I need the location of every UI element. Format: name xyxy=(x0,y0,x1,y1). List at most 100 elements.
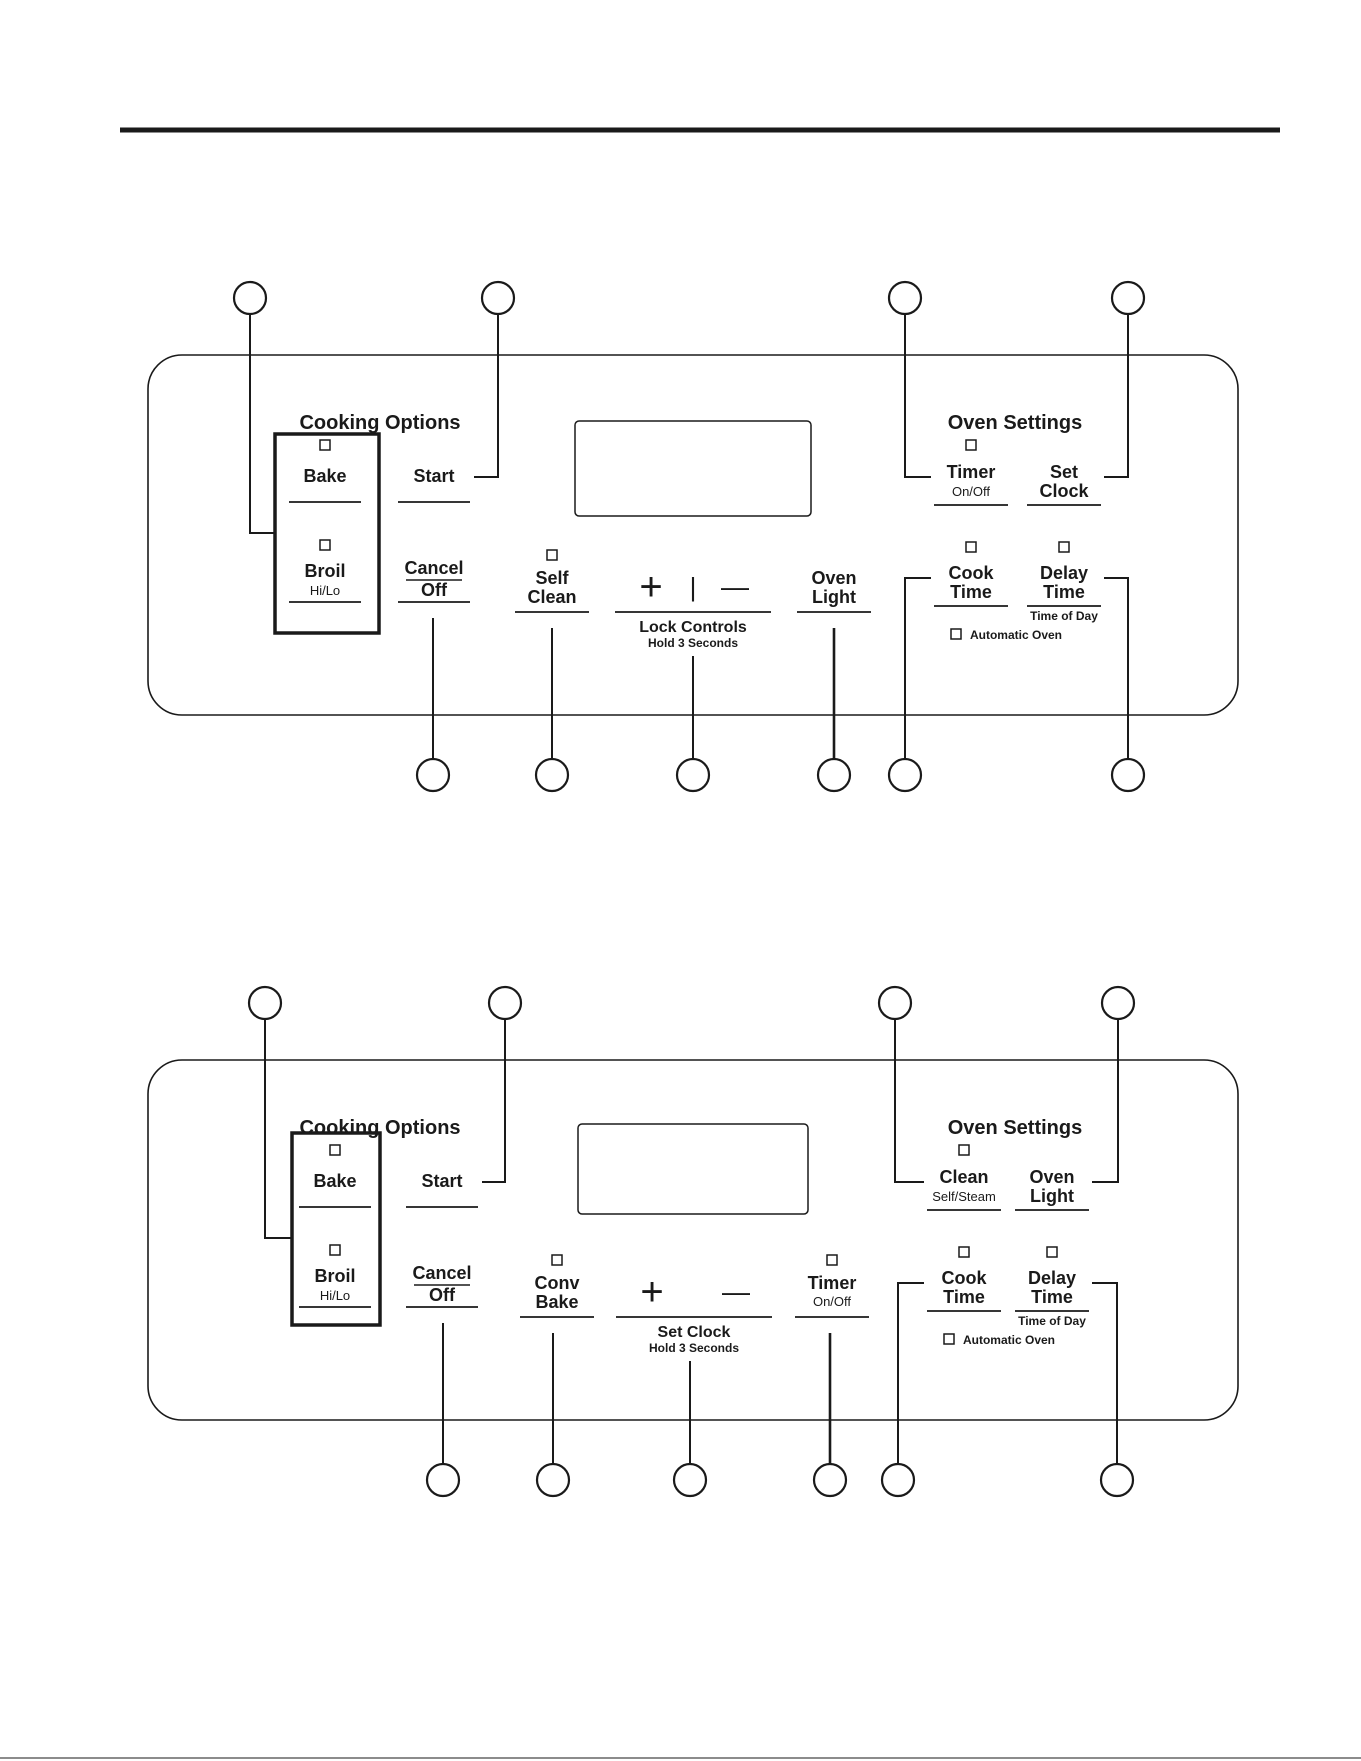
right-lower-button[interactable]: Oven xyxy=(811,568,856,588)
settings-1-indicator xyxy=(958,1144,970,1156)
settings-2-button[interactable]: Oven xyxy=(1029,1167,1074,1187)
delay-time-sub-label: Time of Day xyxy=(1030,609,1098,623)
middle-indicator xyxy=(551,1254,563,1266)
bake-button[interactable]: Bake xyxy=(303,466,346,486)
broil-indicator xyxy=(319,539,331,551)
callout-bottom-5 xyxy=(880,1462,916,1498)
display-window xyxy=(577,1123,809,1215)
delay-time-sub-label: Time of Day xyxy=(1018,1314,1086,1328)
cook-time-indicator xyxy=(958,1246,970,1258)
cook-time-button[interactable]: Cook xyxy=(942,1268,988,1288)
bake-button[interactable]: Bake xyxy=(313,1171,356,1191)
callout-start xyxy=(480,280,516,316)
broil-indicator xyxy=(329,1244,341,1256)
right-lower-indicator xyxy=(826,1254,838,1266)
callout-bottom-5 xyxy=(887,757,923,793)
automatic-oven-checkbox xyxy=(943,1333,955,1345)
minus-button[interactable]: — xyxy=(721,571,749,602)
leader-start xyxy=(474,314,499,478)
delay-time-button-line2: Time xyxy=(1043,582,1085,602)
automatic-oven-label[interactable]: Automatic Oven xyxy=(970,628,1062,642)
leader-settings-1 xyxy=(894,1019,924,1183)
settings-2-button-line2: Clock xyxy=(1039,481,1089,501)
broil-button[interactable]: Broil xyxy=(314,1266,355,1286)
settings-2-button-line2: Light xyxy=(1030,1186,1074,1206)
callout-bottom-1 xyxy=(425,1462,461,1498)
middle-button-line2: Bake xyxy=(535,1292,578,1312)
right-lower-button[interactable]: Timer xyxy=(808,1273,857,1293)
callout-bake-broil xyxy=(232,280,268,316)
display-window xyxy=(574,420,812,517)
plus-button[interactable]: + xyxy=(640,1270,663,1314)
settings-1-sub-label: On/Off xyxy=(952,484,990,499)
settings-1-button[interactable]: Timer xyxy=(947,462,996,482)
broil-button[interactable]: Broil xyxy=(304,561,345,581)
leader-settings-2 xyxy=(1104,314,1129,478)
bake-broil-group xyxy=(290,1131,382,1327)
delay-time-button[interactable]: Delay xyxy=(1028,1268,1076,1288)
delay-time-indicator xyxy=(1046,1246,1058,1258)
plus-button[interactable]: + xyxy=(639,565,662,609)
cook-time-button-line2: Time xyxy=(943,1287,985,1307)
leader-delay-time xyxy=(1092,1282,1118,1464)
callout-bottom-6 xyxy=(1110,757,1146,793)
leader-bake-broil xyxy=(264,1019,292,1239)
callout-bottom-2 xyxy=(534,757,570,793)
cancel-button[interactable]: Cancel xyxy=(412,1263,471,1283)
plus-minus-label[interactable]: Lock Controls xyxy=(639,619,747,636)
callout-start xyxy=(487,985,523,1021)
broil-sub-label: Hi/Lo xyxy=(320,1288,350,1303)
minus-button[interactable]: — xyxy=(722,1276,750,1307)
oven-settings-title: Oven Settings xyxy=(948,412,1082,434)
delay-time-indicator xyxy=(1058,541,1070,553)
callout-bottom-4 xyxy=(816,757,852,793)
panel-outline xyxy=(147,1059,1239,1421)
callout-bottom-2 xyxy=(535,1462,571,1498)
bake-indicator xyxy=(319,439,331,451)
settings-1-indicator xyxy=(965,439,977,451)
cook-time-button-line2: Time xyxy=(950,582,992,602)
plus-minus-label[interactable]: Set Clock xyxy=(658,1324,731,1341)
plus-minus-sub-label: Hold 3 Seconds xyxy=(648,636,738,650)
leader-settings-2 xyxy=(1092,1019,1119,1183)
automatic-oven-checkbox xyxy=(950,628,962,640)
leader-cook-time xyxy=(904,577,931,759)
callout-settings-1 xyxy=(877,985,913,1021)
bake-broil-group xyxy=(273,432,381,635)
settings-2-button[interactable]: Set xyxy=(1050,462,1078,482)
oven-settings-title: Oven Settings xyxy=(948,1117,1082,1139)
broil-sub-label: Hi/Lo xyxy=(310,583,340,598)
off-button-label: Off xyxy=(429,1285,456,1305)
leader-cook-time xyxy=(897,1282,924,1464)
middle-button-line2: Clean xyxy=(527,587,576,607)
callout-settings-1 xyxy=(887,280,923,316)
cook-time-button[interactable]: Cook xyxy=(949,563,995,583)
callout-bottom-3 xyxy=(672,1462,708,1498)
right-lower-button-line2: Light xyxy=(812,587,856,607)
delay-time-button-line2: Time xyxy=(1031,1287,1073,1307)
cook-time-indicator xyxy=(965,541,977,553)
callout-bottom-3 xyxy=(675,757,711,793)
off-button-label: Off xyxy=(421,580,448,600)
middle-indicator xyxy=(546,549,558,561)
callout-bottom-1 xyxy=(415,757,451,793)
plus-minus-separator: | xyxy=(690,572,697,602)
delay-time-button[interactable]: Delay xyxy=(1040,563,1088,583)
middle-button[interactable]: Self xyxy=(535,568,569,588)
start-button[interactable]: Start xyxy=(413,466,454,486)
settings-1-button[interactable]: Clean xyxy=(939,1167,988,1187)
callout-settings-2 xyxy=(1100,985,1136,1021)
callout-bottom-6 xyxy=(1099,1462,1135,1498)
automatic-oven-label[interactable]: Automatic Oven xyxy=(963,1333,1055,1347)
middle-button[interactable]: Conv xyxy=(535,1273,580,1293)
cancel-button[interactable]: Cancel xyxy=(404,558,463,578)
start-button[interactable]: Start xyxy=(421,1171,462,1191)
bake-indicator xyxy=(329,1144,341,1156)
right-lower-sub-label: On/Off xyxy=(813,1294,851,1309)
callout-settings-2 xyxy=(1110,280,1146,316)
callout-bottom-4 xyxy=(812,1462,848,1498)
leader-bake-broil xyxy=(249,314,275,534)
